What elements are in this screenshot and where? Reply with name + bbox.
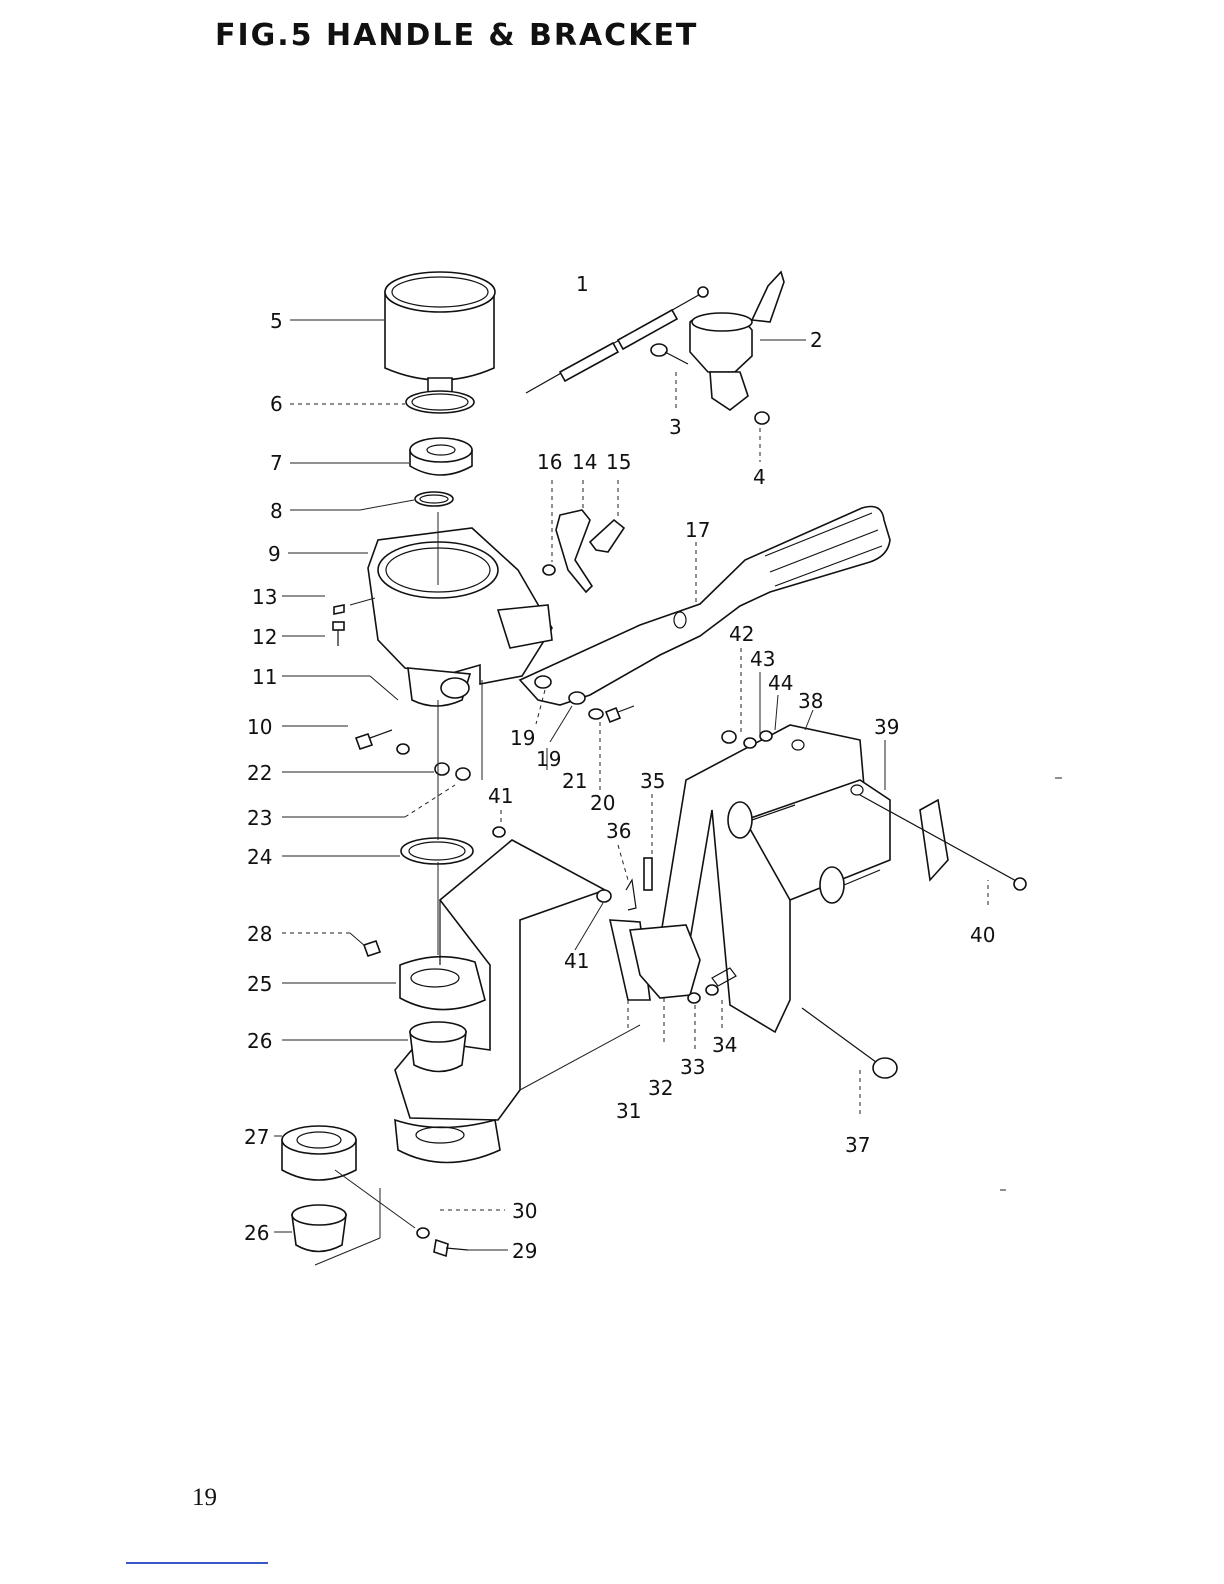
page-number: 19 <box>192 1484 217 1512</box>
part-7-bearing <box>410 438 472 475</box>
part-26-bushing-lower <box>292 1205 346 1252</box>
part-26-bushing-upper <box>410 1022 466 1072</box>
part-27-clamp <box>282 1126 356 1180</box>
callout-26-upper: 26 <box>247 1029 272 1053</box>
part-5-cap <box>385 272 495 392</box>
part-38-clamp-bracket <box>660 725 890 1032</box>
part-12-13-bolt <box>333 605 344 646</box>
callout-19-b: 19 <box>536 747 561 771</box>
callout-39: 39 <box>874 715 899 739</box>
callout-42: 42 <box>729 622 754 646</box>
callout-12: 12 <box>252 625 277 649</box>
callout-6: 6 <box>270 392 283 416</box>
callout-21: 21 <box>562 769 587 793</box>
callout-32: 32 <box>648 1076 673 1100</box>
callout-31: 31 <box>616 1099 641 1123</box>
callout-36: 36 <box>606 819 631 843</box>
callout-22: 22 <box>247 761 272 785</box>
part-8-circlip <box>415 492 453 506</box>
callout-26-lower: 26 <box>244 1221 269 1245</box>
callout-14: 14 <box>572 450 597 474</box>
callout-8: 8 <box>270 499 283 523</box>
callout-20: 20 <box>590 791 615 815</box>
callout-41-lower: 41 <box>564 949 589 973</box>
callout-1: 1 <box>576 272 589 296</box>
part-3-screw <box>651 344 688 408</box>
callout-35: 35 <box>640 769 665 793</box>
callout-17: 17 <box>685 518 710 542</box>
part-37-bolt <box>802 1008 897 1078</box>
callout-16: 16 <box>537 450 562 474</box>
callout-37: 37 <box>845 1133 870 1157</box>
callout-4: 4 <box>753 465 766 489</box>
part-22-23-nuts <box>435 763 470 780</box>
callout-27: 27 <box>244 1125 269 1149</box>
callout-41-upper: 41 <box>488 784 513 808</box>
leader-lines <box>274 320 1062 1250</box>
callout-7: 7 <box>270 451 283 475</box>
callout-23: 23 <box>247 806 272 830</box>
part-4-nut <box>755 412 769 462</box>
part-10-11-bolt <box>356 730 409 754</box>
callout-9: 9 <box>268 542 281 566</box>
part-28-bolt <box>364 941 380 956</box>
callout-38: 38 <box>798 689 823 713</box>
callout-44: 44 <box>768 671 793 695</box>
callout-24: 24 <box>247 845 272 869</box>
callout-2: 2 <box>810 328 823 352</box>
callout-5: 5 <box>270 309 283 333</box>
part-14-15-16-levers <box>543 510 624 592</box>
callout-34: 34 <box>712 1033 737 1057</box>
part-24-ring <box>401 838 473 864</box>
callout-28: 28 <box>247 922 272 946</box>
part-29-30-bolt-washer <box>417 1228 468 1256</box>
callout-43: 43 <box>750 647 775 671</box>
part-25-swivel-bracket <box>395 840 605 1163</box>
footer-rule <box>126 1562 268 1564</box>
callout-30: 30 <box>512 1199 537 1223</box>
callout-25: 25 <box>247 972 272 996</box>
callout-13: 13 <box>252 585 277 609</box>
callout-3: 3 <box>669 415 682 439</box>
callout-29: 29 <box>512 1239 537 1263</box>
callout-labels: 1 2 3 4 5 6 7 8 9 13 12 11 10 22 23 24 2… <box>244 272 995 1263</box>
callout-10: 10 <box>247 715 272 739</box>
part-19-20-21-fasteners <box>569 692 634 722</box>
part-1-cable <box>526 287 708 393</box>
callout-33: 33 <box>680 1055 705 1079</box>
part-6-snap-ring <box>406 391 474 413</box>
callout-40: 40 <box>970 923 995 947</box>
callout-19-a: 19 <box>510 726 535 750</box>
callout-11: 11 <box>252 665 277 689</box>
callout-15: 15 <box>606 450 631 474</box>
